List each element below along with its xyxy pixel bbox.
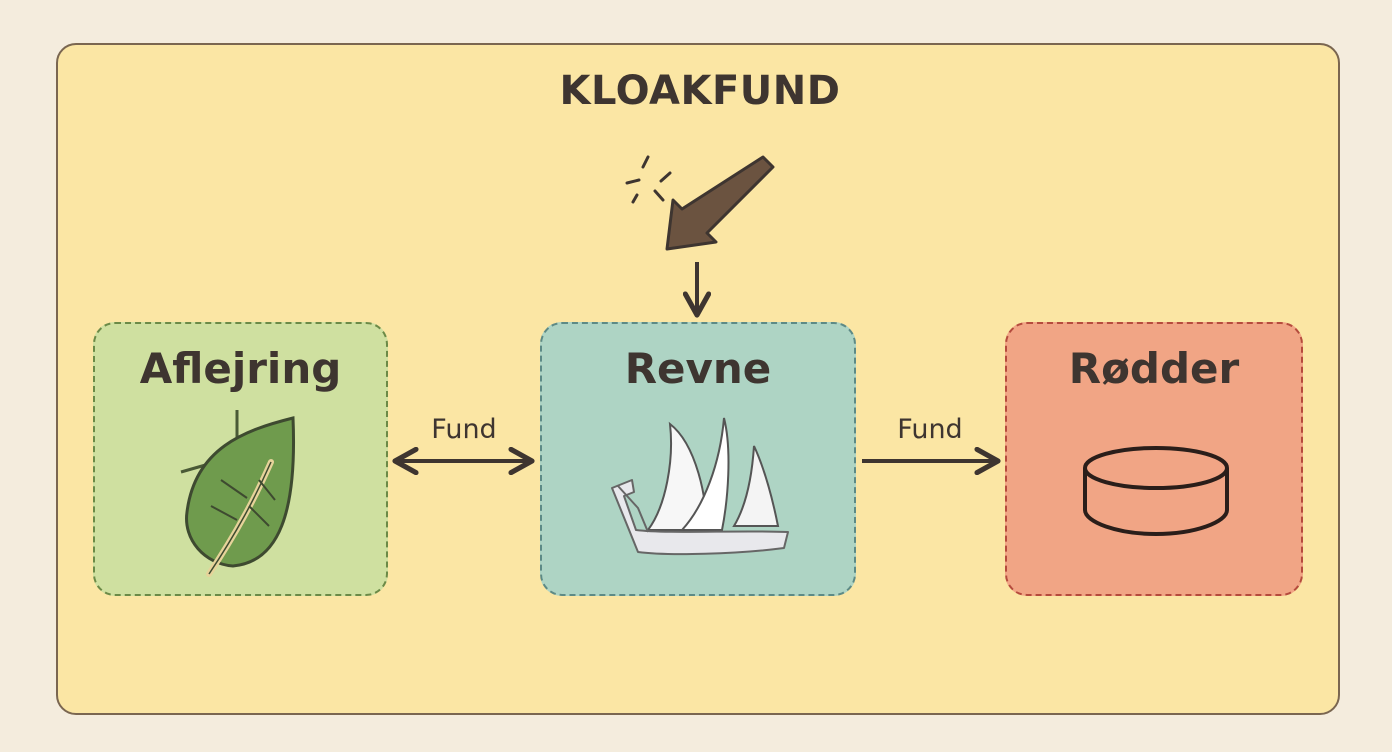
edge-label-revne-rodder: Fund: [897, 414, 963, 445]
edge-label-aflejring-revne: Fund: [431, 414, 497, 445]
node-label: Aflejring: [139, 344, 342, 393]
diagram-title: KLOAKFUND: [559, 68, 841, 114]
node-aflejring: Aflejring: [93, 322, 388, 596]
node-rodder: Rødder: [1005, 322, 1303, 596]
sailboat-icon: [611, 417, 789, 556]
leaf-icon: [180, 410, 296, 577]
node-label: Revne: [624, 344, 772, 393]
node-revne: Revne: [540, 322, 856, 596]
node-label: Rødder: [1068, 344, 1240, 393]
pointing-arrow-icon: [625, 155, 775, 251]
disc-icon: [1083, 446, 1229, 537]
